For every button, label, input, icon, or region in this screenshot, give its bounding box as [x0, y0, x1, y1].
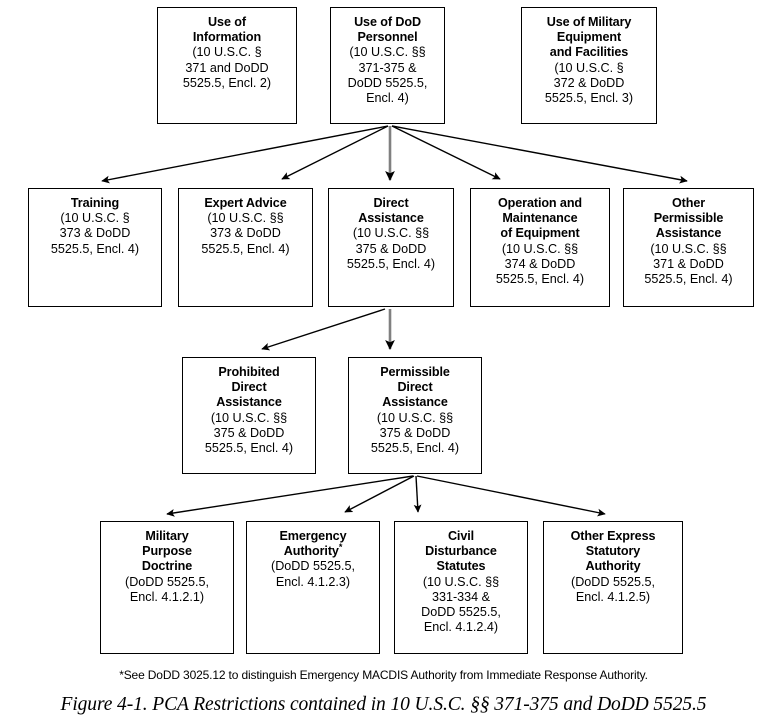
node-title: Expert Advice — [204, 196, 287, 210]
edge-dod-personnel-to-other-permissible — [391, 125, 688, 184]
edge-permissible-to-military-purpose-doctrine — [166, 475, 414, 517]
node-citation: (10 U.S.C. §§371-375 &DoDD 5525.5,Encl. … — [347, 45, 428, 106]
edge-permissible-to-emergency-authority — [344, 475, 415, 513]
node-citation: (DoDD 5525.5,Encl. 4.1.2.5) — [571, 574, 655, 604]
edge-permissible-to-other-express-statutory — [416, 475, 606, 517]
edges-from-permissible-direct-assistance — [166, 475, 606, 517]
edge-dod-personnel-to-expert-advice — [281, 125, 389, 180]
edges-from-direct-assistance — [261, 308, 395, 351]
figure-footnote: *See DoDD 3025.12 to distinguish Emergen… — [119, 668, 648, 682]
node-citation: (DoDD 5525.5,Encl. 4.1.2.1) — [125, 574, 209, 604]
node-title: Training — [70, 196, 120, 210]
node-citation: (DoDD 5525.5,Encl. 4.1.2.3) — [271, 559, 355, 589]
edge-permissible-to-civil-disturbance — [413, 475, 422, 513]
node-citation: (10 U.S.C. §§331-334 &DoDD 5525.5,Encl. … — [421, 574, 501, 635]
edges-from-use-of-dod-personnel — [101, 125, 688, 184]
edge-dod-personnel-to-training — [101, 125, 389, 184]
edge-dod-personnel-to-operation-maintenance — [391, 125, 501, 180]
figure-caption: Figure 4-1. PCA Restrictions contained i… — [60, 694, 707, 715]
edge-direct-assistance-to-prohibited — [261, 308, 386, 351]
